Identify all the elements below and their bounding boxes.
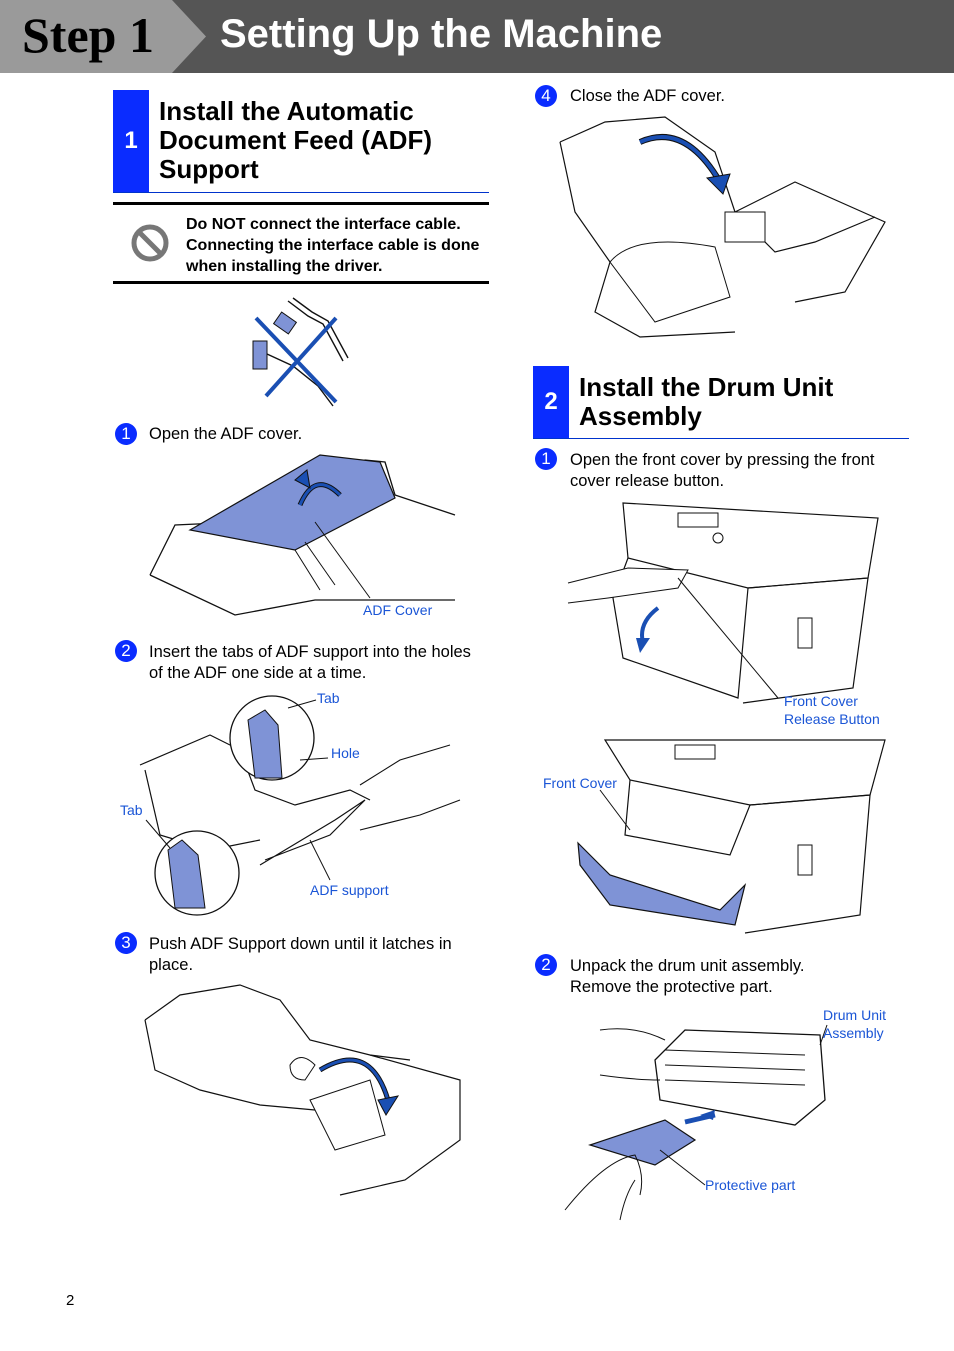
section-number: 2	[533, 366, 569, 438]
prohibited-icon	[131, 224, 169, 262]
warning-box: Do NOT connect the interface cable. Conn…	[113, 202, 489, 284]
push-adf-support-illustration	[144, 984, 461, 1196]
label-tab: Tab	[120, 802, 143, 818]
label-protective-part: Protective part	[705, 1177, 796, 1193]
step-number-badge: 3	[115, 932, 137, 954]
step-badge	[0, 0, 206, 73]
step-text: Unpack the drum unit assembly. Remove th…	[570, 957, 805, 996]
step-text: Open the front cover by pressing the fro…	[570, 451, 875, 490]
section-number: 1	[113, 90, 149, 192]
step-text: Close the ADF cover.	[570, 87, 725, 105]
page-title: Setting Up the Machine	[220, 12, 663, 56]
front-cover-open-illustration	[577, 739, 886, 934]
section-title: Install the Automatic Document Feed (ADF…	[159, 96, 432, 184]
step-number-badge: 2	[535, 954, 557, 976]
step-text: Push ADF Support down until it latches i…	[149, 935, 452, 974]
step-number-badge: 4	[535, 85, 557, 107]
page-number: 2	[66, 1292, 75, 1309]
close-adf-cover-illustration	[559, 116, 886, 338]
section-title: Install the Drum Unit Assembly	[579, 372, 834, 431]
section-2-heading: 2 Install the Drum Unit Assembly	[533, 366, 909, 439]
label-hole: Hole	[331, 745, 360, 761]
page-header: Step 1 Setting Up the Machine	[0, 0, 954, 73]
label-adf-cover: ADF Cover	[363, 602, 433, 618]
step-number-badge: 2	[115, 640, 137, 662]
label-adf-support: ADF support	[310, 882, 389, 898]
step-label: Step 1	[22, 7, 154, 63]
step-number-badge: 1	[535, 448, 557, 470]
section-1-heading: 1 Install the Automatic Document Feed (A…	[113, 90, 489, 193]
step-number-badge: 1	[115, 423, 137, 445]
step-text: Insert the tabs of ADF support into the …	[149, 643, 471, 682]
unpack-drum-unit-illustration	[564, 1024, 828, 1221]
no-cable-illustration	[252, 297, 349, 407]
step-text: Open the ADF cover.	[149, 425, 303, 443]
open-adf-cover-illustration	[149, 454, 456, 616]
warning-text: Do NOT connect the interface cable. Conn…	[186, 216, 480, 275]
insert-adf-tabs-illustration	[139, 695, 461, 916]
label-tab: Tab	[317, 690, 340, 706]
press-front-cover-release-illustration	[567, 502, 879, 704]
label-front-cover-release-button: Front Cover Release Button	[784, 693, 880, 727]
label-front-cover: Front Cover	[543, 775, 617, 791]
label-drum-unit-assembly: Drum Unit Assembly	[823, 1007, 887, 1041]
